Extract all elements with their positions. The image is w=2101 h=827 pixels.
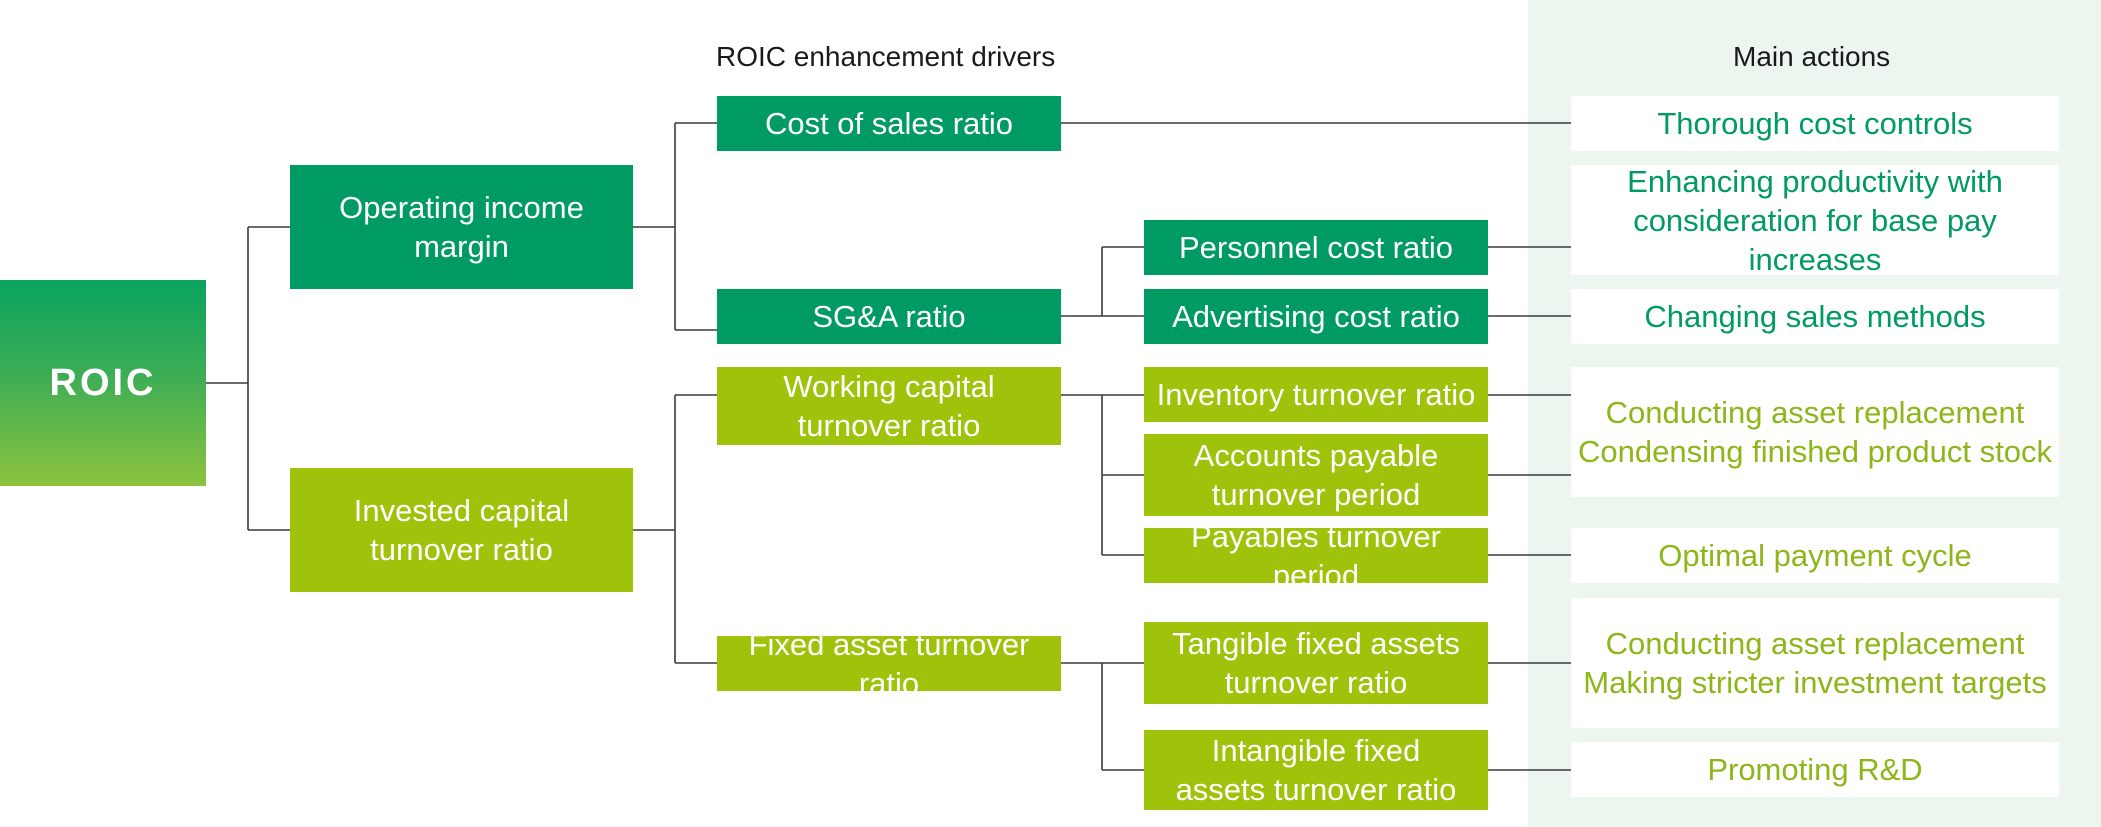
box-sga-ratio: SG&A ratio (717, 289, 1061, 344)
box-invested-capital-turnover: Invested capital turnover ratio (290, 468, 633, 592)
action-cost-controls: Thorough cost controls (1571, 96, 2059, 151)
box-fixed-asset-turnover: Fixed asset turnover ratio (717, 627, 1061, 701)
connector-invested-capital (633, 394, 717, 664)
actions-heading: Main actions (1733, 41, 1891, 72)
box-operating-income-margin: Operating income margin (290, 165, 633, 289)
box-personnel-cost-ratio: Personnel cost ratio (1144, 220, 1488, 275)
box-cost-of-sales-ratio: Cost of sales ratio (717, 96, 1061, 151)
connector-working-capital (1061, 394, 1144, 556)
box-advertising-cost-ratio: Advertising cost ratio (1144, 289, 1488, 344)
box-roic: ROIC (0, 280, 206, 486)
box-payables-turnover: Payables turnover period (1144, 519, 1488, 593)
action-payment-cycle: Optimal payment cycle (1571, 528, 2059, 583)
action-rnd: Promoting R&D (1571, 742, 2059, 797)
box-intangible-fixed-assets: Intangible fixed assets turnover ratio (1144, 730, 1488, 810)
action-sales-methods: Changing sales methods (1571, 289, 2059, 344)
connector-sga (1061, 246, 1144, 317)
box-working-capital-turnover: Working capital turnover ratio (717, 367, 1061, 445)
box-accounts-payable-turnover: Accounts payable turnover period (1144, 434, 1488, 516)
box-tangible-fixed-assets: Tangible fixed assets turnover ratio (1144, 622, 1488, 704)
box-inventory-turnover: Inventory turnover ratio (1144, 367, 1488, 422)
drivers-heading: ROIC enhancement drivers (716, 41, 1056, 72)
connector-operating-income (633, 122, 717, 331)
connector-roic (206, 226, 290, 531)
connector-fixed-asset (1061, 662, 1144, 771)
